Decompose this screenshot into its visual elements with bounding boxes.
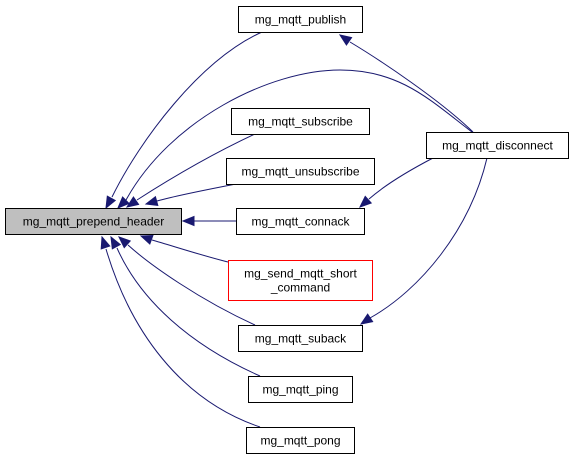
node-box — [228, 260, 373, 301]
node-label: _command — [270, 281, 330, 295]
node-box — [5, 208, 182, 235]
node-publish[interactable]: mg_mqtt_publish — [238, 6, 363, 33]
node-label: mg_mqtt_unsubscribe — [241, 165, 359, 179]
node-label: mg_mqtt_pong — [260, 434, 340, 448]
arrowhead-icon — [181, 215, 195, 227]
node-label: mg_mqtt_publish — [255, 13, 346, 27]
edge-disconnect-to-connack — [359, 157, 434, 208]
node-disconnect[interactable]: mg_mqtt_disconnect — [426, 132, 569, 159]
edge-line — [151, 239, 229, 263]
edge-send_short-to-prepend_header — [139, 235, 229, 263]
arrowhead-icon — [105, 195, 117, 210]
edge-line — [116, 247, 261, 377]
edge-line — [368, 157, 434, 200]
nodes-layer: mg_mqtt_prepend_header mg_mqtt_publish mg_… — [5, 6, 569, 454]
edge-line — [369, 157, 488, 319]
arrowhead-icon — [359, 313, 374, 325]
node-box — [248, 376, 353, 403]
node-box — [231, 108, 370, 135]
node-box — [226, 158, 375, 185]
arrowhead-icon — [117, 196, 130, 209]
edge-ping-to-prepend_header — [110, 235, 261, 377]
edge-line — [111, 31, 263, 198]
edges-layer — [100, 31, 488, 428]
edge-line — [105, 248, 261, 428]
arrowhead-icon — [110, 235, 122, 250]
arrowhead-icon — [125, 196, 140, 208]
arrowhead-icon — [338, 34, 353, 46]
arrowhead-icon — [139, 235, 154, 245]
edge-subscribe-to-prepend_header — [125, 133, 256, 208]
edge-disconnect-to-suback — [359, 157, 488, 325]
node-send_short[interactable]: mg_send_mqtt_short_command — [228, 260, 373, 301]
node-label: mg_mqtt_connack — [251, 215, 350, 229]
node-pong[interactable]: mg_mqtt_pong — [246, 427, 355, 454]
node-label: mg_mqtt_suback — [255, 332, 347, 346]
edge-line — [127, 244, 256, 326]
edge-publish-to-prepend_header — [105, 31, 263, 210]
edge-line — [156, 183, 237, 202]
edge-line — [125, 69, 473, 201]
node-label: mg_mqtt_prepend_header — [23, 215, 164, 229]
edge-disconnect-to-prepend_header — [117, 69, 473, 209]
node-box — [236, 208, 365, 235]
node-prepend_header[interactable]: mg_mqtt_prepend_header — [5, 208, 182, 235]
node-label: mg_send_mqtt_short — [244, 267, 357, 281]
edge-line — [136, 133, 256, 201]
arrowhead-icon — [118, 236, 132, 249]
edge-unsubscribe-to-prepend_header — [144, 183, 237, 207]
edge-disconnect-to-publish — [338, 34, 474, 133]
edge-connack-to-prepend_header — [181, 215, 236, 227]
node-suback[interactable]: mg_mqtt_suback — [238, 325, 363, 352]
node-label: mg_mqtt_ping — [262, 383, 338, 397]
node-box — [426, 132, 569, 159]
edge-suback-to-prepend_header — [118, 236, 256, 326]
edge-pong-to-prepend_header — [100, 235, 261, 428]
node-box — [246, 427, 355, 454]
edge-line — [349, 41, 474, 133]
arrowhead-icon — [100, 235, 111, 250]
node-ping[interactable]: mg_mqtt_ping — [248, 376, 353, 403]
node-box — [238, 6, 363, 33]
node-connack[interactable]: mg_mqtt_connack — [236, 208, 365, 235]
node-label: mg_mqtt_subscribe — [248, 115, 353, 129]
node-unsubscribe[interactable]: mg_mqtt_unsubscribe — [226, 158, 375, 185]
arrowhead-icon — [359, 195, 373, 208]
node-label: mg_mqtt_disconnect — [442, 139, 553, 153]
node-subscribe[interactable]: mg_mqtt_subscribe — [231, 108, 370, 135]
arrowhead-icon — [144, 195, 159, 207]
node-box — [238, 325, 363, 352]
